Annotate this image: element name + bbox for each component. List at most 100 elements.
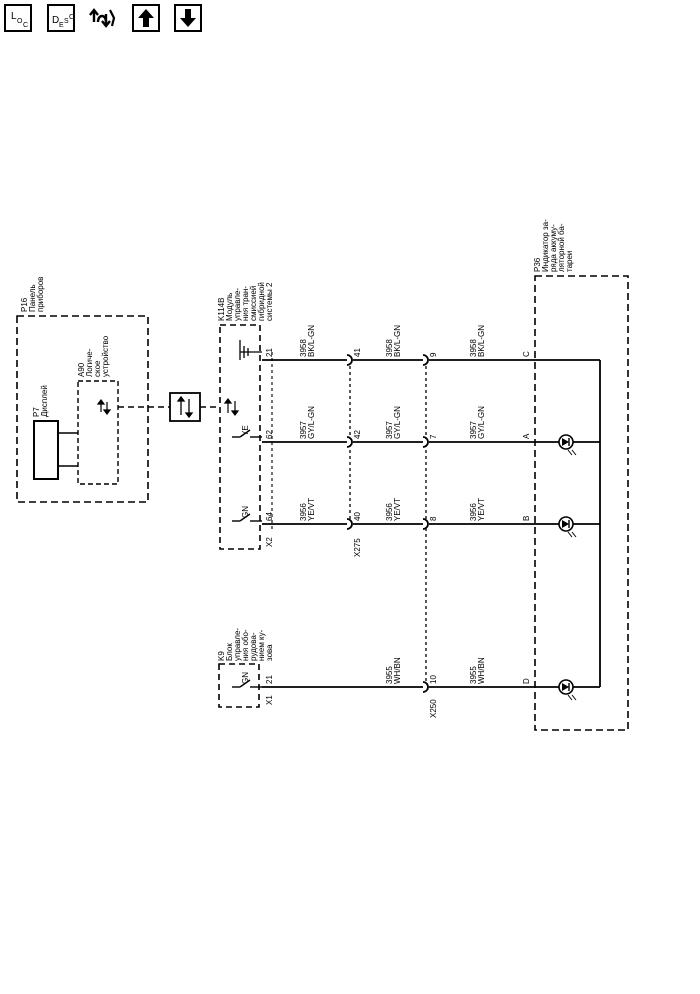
connector-tool-button[interactable]: [88, 4, 116, 32]
pin-x250-8: 8: [429, 516, 438, 521]
k114b-label-4: ния тран-: [241, 286, 250, 321]
a90-logic-device-box: [77, 380, 119, 485]
svg-text:E: E: [59, 22, 64, 29]
loc-icon: L O C: [11, 11, 28, 29]
switch-k9-gn-label: GN: [241, 672, 250, 684]
k114b-label-2: Модуль: [225, 293, 234, 321]
circuit-3955-seg1: 3955: [385, 666, 394, 684]
pin-p36-d: D: [522, 678, 531, 684]
connector-x275-label: X275: [353, 538, 362, 557]
scroll-down-button[interactable]: [174, 4, 202, 32]
desc-icon: D E S C: [52, 14, 74, 29]
pin-x250-7: 7: [429, 434, 438, 439]
p36-label-4: ляторной ба-: [557, 223, 566, 272]
connector-pin-arc: [422, 518, 429, 530]
wire-3958-seg2: BK/L-GN: [393, 325, 402, 357]
k9-label-1: K9: [217, 651, 226, 661]
circuit-3958-seg3: 3958: [469, 339, 478, 357]
connector-pin-arc: [422, 436, 429, 448]
k9-label-5: рудова-: [249, 632, 258, 661]
connector-pin-arc: [346, 436, 353, 448]
pin-k114b-21: 21: [265, 348, 274, 357]
a90-label-4: устройство: [101, 335, 110, 377]
wire-3957-seg2: GY/L-GN: [393, 406, 402, 439]
scroll-up-button[interactable]: [132, 4, 160, 32]
circuit-3956-seg3: 3956: [469, 503, 478, 521]
a90-label-1: A90: [77, 362, 86, 377]
connector-pin-arc: [422, 354, 429, 366]
circuit-3957-seg1: 3957: [299, 421, 308, 439]
connector-x250-label: X250: [429, 699, 438, 718]
k114b-connector-x2: X2: [265, 537, 274, 547]
pin-x250-10: 10: [429, 675, 438, 684]
pin-k114b-62: 62: [265, 430, 274, 439]
pin-x275-41: 41: [353, 348, 362, 357]
switch-gn-icon: [232, 513, 262, 522]
circuit-3956-seg1: 3956: [299, 503, 308, 521]
connector-pin-arc: [346, 518, 353, 530]
svg-text:C: C: [23, 22, 28, 29]
wire-3957-seg1: GY/L-GN: [307, 406, 316, 439]
a90-data-arrows: [96, 399, 112, 415]
connector-pin-gap: [423, 439, 429, 445]
k114b-label-7: системы 2: [265, 282, 274, 321]
svg-text:S: S: [64, 18, 69, 25]
loc-button[interactable]: L O C: [4, 4, 32, 32]
pin-k9-21: 21: [265, 675, 274, 684]
switch-ye-icon: [232, 429, 262, 438]
p36-label-2: Индикатор за-: [541, 219, 550, 272]
k9-label-4: ния обо-: [241, 629, 250, 661]
p36-label-5: тареи: [565, 251, 574, 272]
p16-label-3: приборов: [36, 277, 45, 312]
svg-text:D: D: [52, 15, 59, 26]
pin-x275-40: 40: [353, 512, 362, 521]
connector-pin-gap: [347, 357, 353, 363]
connector-pin-gap: [423, 521, 429, 527]
wire-3955-seg2: WH/BN: [477, 657, 486, 684]
pin-p36-a: A: [522, 433, 531, 439]
circuit-3957-seg2: 3957: [385, 421, 394, 439]
p36-label-3: ряда аккуму-: [549, 224, 558, 272]
svg-text:C: C: [69, 14, 74, 21]
circuit-3958-seg1: 3958: [299, 339, 308, 357]
a90-label-2: Логиче-: [85, 348, 94, 377]
connector-pin-gap: [347, 439, 353, 445]
k9-label-7: зова: [265, 644, 274, 661]
connector-pin-arc: [422, 681, 429, 693]
p16-label-1: P16: [20, 297, 29, 312]
p7-display-block: [33, 420, 59, 480]
wire-3958-seg3: BK/L-GN: [477, 325, 486, 357]
connector-pin-gap: [423, 357, 429, 363]
pin-x250-9: 9: [429, 352, 438, 357]
wire-3956-seg3: YE/VT: [477, 498, 486, 521]
circuit-3958-seg2: 3958: [385, 339, 394, 357]
switch-ye-label: YE: [241, 425, 250, 436]
p7-label-2: Дисплей: [40, 385, 49, 417]
k114b-label-6: гибридной: [257, 282, 266, 321]
p16-label-2: Панель: [28, 284, 37, 312]
arrow-down-icon: [180, 9, 196, 27]
k9-label-6: нием ку-: [257, 629, 266, 661]
k114b-label-3: управле-: [233, 288, 242, 321]
k114b-label-1: K114B: [217, 298, 226, 321]
p36-label-1: P36: [533, 257, 542, 272]
switch-k9-gn-icon: [232, 679, 262, 688]
wire-3956-seg1: YE/VT: [307, 498, 316, 521]
pin-x275-42: 42: [353, 430, 362, 439]
circuit-3955-seg2: 3955: [469, 666, 478, 684]
led-indicator-icon: [558, 516, 577, 538]
wire-3957-seg3: GY/L-GN: [477, 406, 486, 439]
k9-label-3: управле-: [233, 628, 242, 661]
a90-label-3: ское: [93, 360, 102, 377]
p36-battery-indicator-box: [534, 275, 629, 731]
pin-p36-b: B: [522, 516, 531, 521]
connector-pin-gap: [347, 521, 353, 527]
ground-icon: [239, 340, 262, 360]
connector-pin-arc: [346, 354, 353, 366]
svg-text:L: L: [11, 11, 17, 22]
p16-instrument-panel-box: [16, 315, 149, 503]
led-indicator-icon: [558, 679, 577, 701]
serial-data-symbol: [169, 392, 201, 422]
desc-button[interactable]: D E S C: [47, 4, 75, 32]
